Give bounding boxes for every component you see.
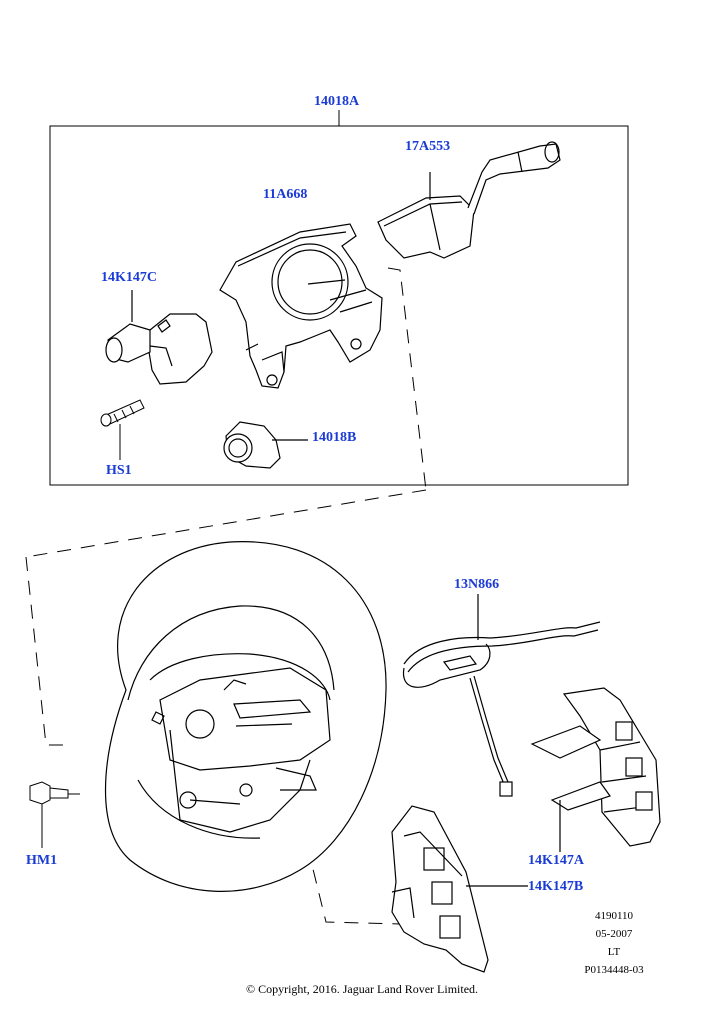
reference-side: LT <box>607 946 621 958</box>
reference-code: 4190110 <box>594 910 634 922</box>
callout-HM1[interactable]: HM1 <box>26 853 58 868</box>
callout-17A553[interactable]: 17A553 <box>405 139 451 154</box>
dashed-projection <box>25 267 427 925</box>
steering-wheel <box>104 541 387 892</box>
callout-HS1[interactable]: HS1 <box>106 463 132 478</box>
callout-13N866[interactable]: 13N866 <box>454 577 500 592</box>
bolt-hm1 <box>29 781 80 848</box>
reference-date: 05-2007 <box>595 928 633 940</box>
callout-14K147B[interactable]: 14K147B <box>528 879 584 894</box>
callout-14018B[interactable]: 14018B <box>312 430 357 445</box>
reference-part-number: P0134448-03 <box>584 964 644 976</box>
wiper-switch <box>377 141 561 259</box>
copyright-notice: © Copyright, 2016. Jaguar Land Rover Lim… <box>245 982 479 996</box>
screw-hs1 <box>100 399 145 460</box>
callout-14K147C[interactable]: 14K147C <box>101 270 157 285</box>
callout-14K147A[interactable]: 14K147A <box>528 853 584 868</box>
switch-pack-b <box>391 805 528 973</box>
callout-11A668[interactable]: 11A668 <box>263 187 308 202</box>
clockspring-connector <box>223 421 308 469</box>
column-lock-housing <box>219 223 383 389</box>
indicator-switch <box>105 290 213 385</box>
switch-pack-a <box>530 687 661 852</box>
wiring-harness <box>402 594 601 797</box>
callout-14018A[interactable]: 14018A <box>314 94 360 109</box>
